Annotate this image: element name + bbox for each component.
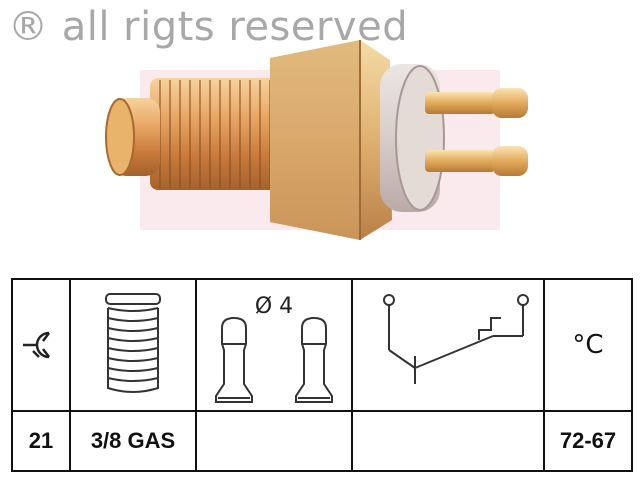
thread-icon bbox=[105, 293, 161, 393]
spec-value-row: 21 3/8 GAS 72-67 bbox=[11, 410, 633, 472]
diameter-label: Ø 4 bbox=[254, 294, 294, 319]
thread-cell bbox=[69, 278, 197, 412]
wrench-size-value: 21 bbox=[11, 410, 71, 472]
wrench-cell bbox=[11, 278, 71, 412]
sensor-tip bbox=[105, 98, 160, 176]
sensor-pins bbox=[425, 88, 528, 176]
connector-cell: Ø 4 bbox=[195, 278, 353, 412]
switch-value bbox=[351, 410, 545, 472]
wrench-icon bbox=[23, 331, 50, 359]
switch-cell bbox=[351, 278, 545, 412]
sensor-insulator bbox=[380, 64, 445, 212]
unit-cell: °C bbox=[543, 278, 633, 412]
product-photo bbox=[105, 40, 528, 240]
unit-label: °C bbox=[572, 330, 604, 360]
thermal-switch-icon bbox=[383, 294, 529, 384]
spec-icon-row: Ø 4 bbox=[11, 278, 633, 412]
copyright-watermark: ® all rigts reserved bbox=[8, 4, 409, 50]
connector-value bbox=[195, 410, 353, 472]
connector-pin-icon bbox=[215, 316, 333, 403]
sensor-hex bbox=[270, 40, 392, 240]
temperature-value: 72-67 bbox=[543, 410, 633, 472]
thread-value: 3/8 GAS bbox=[69, 410, 197, 472]
spec-table: Ø 4 bbox=[11, 278, 633, 472]
sensor-thread bbox=[150, 78, 280, 190]
